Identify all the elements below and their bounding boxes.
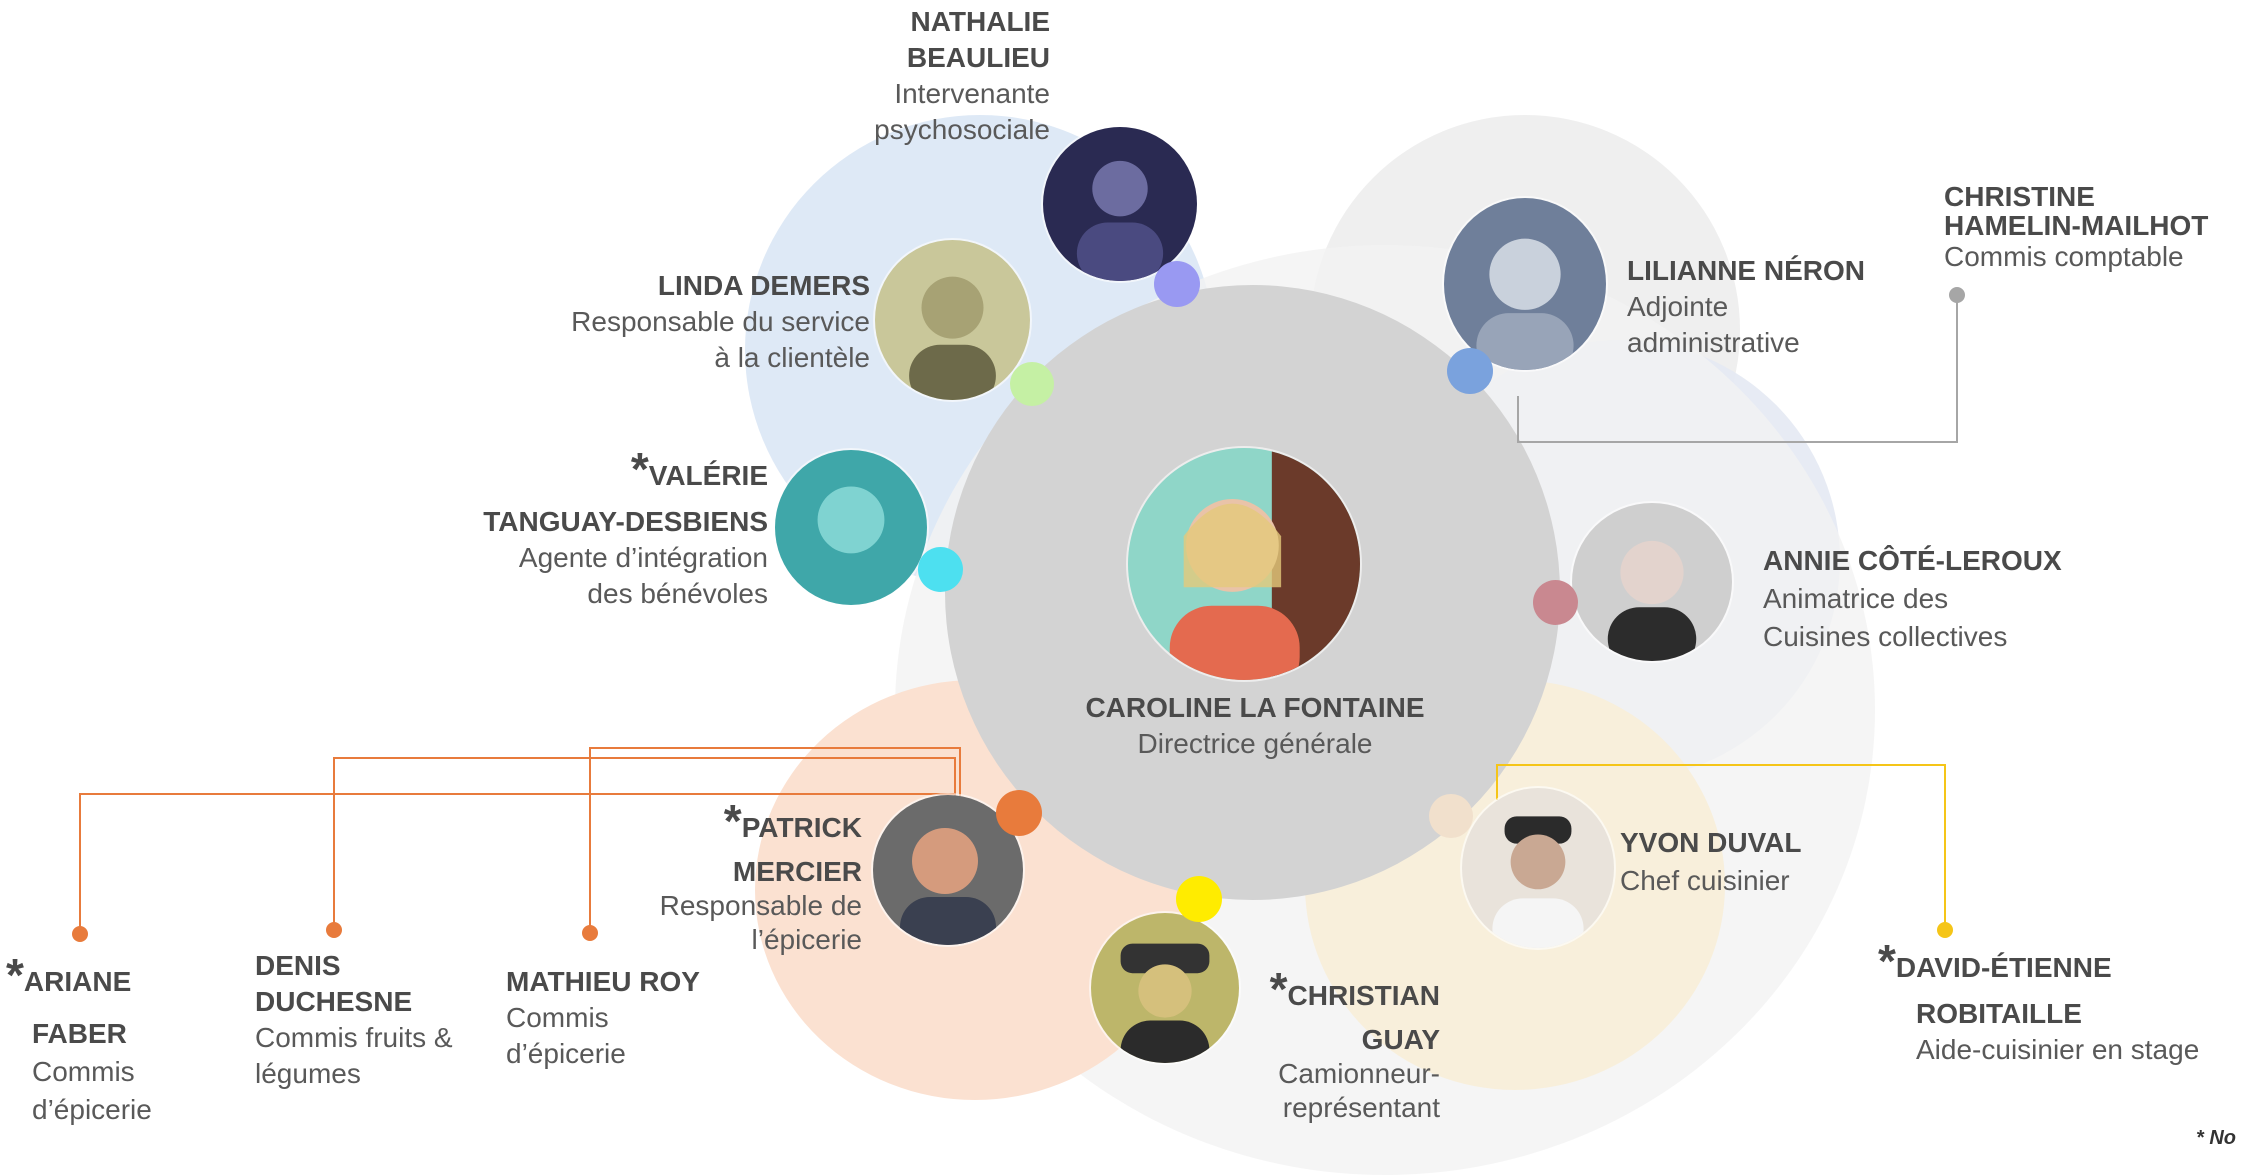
mathieu-role-2: d’épicerie <box>506 1038 626 1069</box>
david-label: *DAVID-ÉTIENNE ROBITAILLE Aide-cuisinier… <box>1878 938 2218 1068</box>
linda-role-1: Responsable du service <box>571 306 870 337</box>
mathieu-role-1: Commis <box>506 1002 609 1033</box>
lilianne-dot <box>1447 348 1493 394</box>
valerie-name-1-row: *VALÉRIE <box>440 446 768 494</box>
lilianne-label: LILIANNE NÉRON Adjointe administrative <box>1627 253 1927 361</box>
valerie-name-2: TANGUAY-DESBIENS <box>483 506 768 537</box>
yvon-dot <box>1429 794 1473 838</box>
christian-photo <box>1091 913 1239 1063</box>
mathieu-label: MATHIEU ROY Commis d’épicerie <box>506 964 746 1072</box>
valerie-photo <box>775 450 927 605</box>
christine-role: Commis comptable <box>1944 241 2184 272</box>
christian-name-1-row: *CHRISTIAN <box>1250 966 1440 1013</box>
mathieu-marker <box>582 925 598 941</box>
annie-role-1: Animatrice des <box>1763 583 1949 614</box>
denis-marker <box>326 922 342 938</box>
ariane-role-1: Commis <box>32 1056 135 1087</box>
ariane-name-2: FABER <box>32 1018 127 1049</box>
linda-dot <box>1010 362 1054 406</box>
valerie-name-1: VALÉRIE <box>648 460 768 491</box>
annie-dot <box>1533 580 1578 625</box>
patrick-name-1-row: *PATRICK <box>600 798 862 845</box>
denis-role-1: Commis fruits & <box>255 1022 453 1053</box>
annie-label: ANNIE CÔTÉ-LEROUX Animatrice des Cuisine… <box>1763 542 2093 656</box>
patrick-role-1: Responsable de <box>659 890 862 921</box>
patrick-dot <box>996 790 1042 836</box>
david-name-1: DAVID-ÉTIENNE <box>1895 952 2112 983</box>
nathalie-label: NATHALIE BEAULIEU Intervenante psychosoc… <box>800 4 1050 148</box>
christian-name-2: GUAY <box>1361 1024 1440 1055</box>
christian-role-2: représentant <box>1282 1092 1440 1123</box>
ariane-marker <box>72 926 88 942</box>
annie-photo <box>1572 503 1732 661</box>
nathalie-name-1: NATHALIE <box>910 6 1050 37</box>
caroline-name: CAROLINE LA FONTAINE <box>1085 692 1425 723</box>
patrick-label: *PATRICK MERCIER Responsable de l’épicer… <box>600 798 863 957</box>
line-denis <box>333 757 956 930</box>
nathalie-role-1: Intervenante <box>894 78 1050 109</box>
linda-photo <box>875 240 1030 400</box>
caroline-role: Directrice générale <box>1137 728 1373 759</box>
linda-label: LINDA DEMERS Responsable du service à la… <box>520 268 870 376</box>
ariane-star: * <box>6 949 24 1001</box>
ariane-name-1-row: *ARIANE <box>6 952 206 1001</box>
christian-role-1: Camionneur- <box>1278 1058 1440 1089</box>
patrick-star: * <box>723 795 742 847</box>
david-marker <box>1937 922 1953 938</box>
david-star: * <box>1878 935 1896 987</box>
footnote: * No <box>2196 1128 2236 1148</box>
mathieu-name: MATHIEU ROY <box>506 966 700 997</box>
caroline-photo <box>1128 448 1360 680</box>
linda-role-2: à la clientèle <box>714 342 870 373</box>
valerie-role-1: Agente d’intégration <box>518 542 768 573</box>
christine-label: CHRISTINE HAMELIN-MAILHOT Commis comptab… <box>1944 181 2234 273</box>
ariane-label: *ARIANE FABER Commis d’épicerie <box>6 952 206 1129</box>
christine-name-1: CHRISTINE <box>1944 181 2095 212</box>
christian-label: *CHRISTIAN GUAY Camionneur- représentant <box>1250 966 1440 1125</box>
christian-dot <box>1176 876 1222 922</box>
christian-name-1: CHRISTIAN <box>1287 980 1440 1011</box>
david-role: Aide-cuisinier en stage <box>1916 1034 2200 1065</box>
david-name-1-row: *DAVID-ÉTIENNE <box>1878 938 2218 986</box>
lilianne-role-1: Adjointe <box>1627 291 1729 322</box>
nathalie-dot <box>1154 261 1200 307</box>
christine-name-2: HAMELIN-MAILHOT <box>1944 210 2209 241</box>
valerie-role-2: des bénévoles <box>587 578 768 609</box>
denis-label: DENIS DUCHESNE Commis fruits & légumes <box>255 948 495 1092</box>
yvon-role: Chef cuisinier <box>1620 865 1790 896</box>
christine-marker <box>1949 287 1965 303</box>
patrick-role-2: l’épicerie <box>751 924 863 955</box>
valerie-star: * <box>630 443 649 495</box>
nathalie-photo <box>1043 127 1197 281</box>
line-mathieu <box>589 747 961 932</box>
patrick-photo <box>873 795 1023 945</box>
patrick-name-1: PATRICK <box>741 812 862 843</box>
ariane-role-2: d’épicerie <box>32 1094 152 1125</box>
annie-name: ANNIE CÔTÉ-LEROUX <box>1763 545 2062 576</box>
ariane-name-1: ARIANE <box>23 966 132 997</box>
yvon-name: YVON DUVAL <box>1620 827 1802 858</box>
david-name-2: ROBITAILLE <box>1916 998 2082 1029</box>
valerie-dot <box>918 547 963 592</box>
valerie-label: *VALÉRIE TANGUAY-DESBIENS Agente d’intég… <box>440 446 768 612</box>
denis-name-2: DUCHESNE <box>255 986 413 1017</box>
annie-role-2: Cuisines collectives <box>1763 621 2008 652</box>
christian-star: * <box>1269 963 1288 1015</box>
lilianne-photo <box>1444 198 1606 370</box>
lilianne-name: LILIANNE NÉRON <box>1627 255 1865 286</box>
linda-name: LINDA DEMERS <box>657 270 870 301</box>
denis-name-1: DENIS <box>255 950 341 981</box>
yvon-photo <box>1462 788 1614 948</box>
line-david <box>1496 764 1946 930</box>
nathalie-name-2: BEAULIEU <box>906 42 1050 73</box>
center-label: CAROLINE LA FONTAINE Directrice générale <box>1050 690 1460 762</box>
lilianne-role-2: administrative <box>1627 327 1800 358</box>
denis-role-2: légumes <box>255 1058 361 1089</box>
line-christine <box>1517 296 1958 443</box>
yvon-label: YVON DUVAL Chef cuisinier <box>1620 824 1880 900</box>
nathalie-role-2: psychosociale <box>874 114 1050 145</box>
patrick-name-2: MERCIER <box>732 856 862 887</box>
